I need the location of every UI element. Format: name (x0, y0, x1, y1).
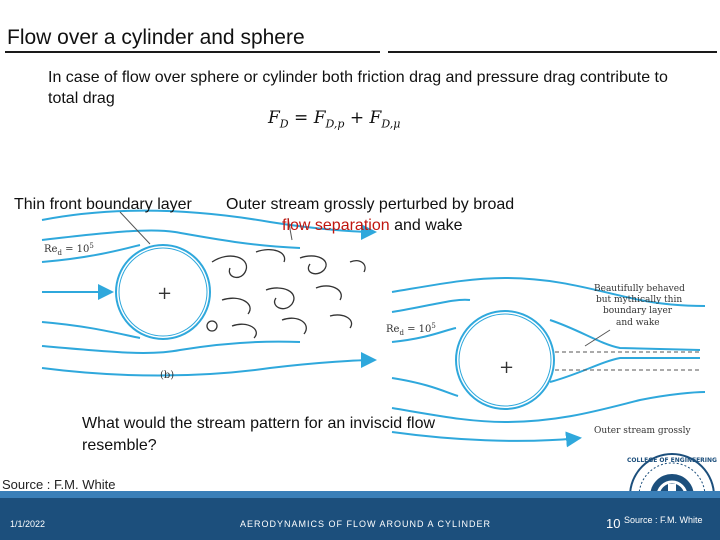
right-streamlines (391, 276, 706, 448)
eq-term2: F (369, 108, 382, 128)
right-re-label: Red = 105 (386, 322, 436, 337)
right-sphere (455, 310, 555, 410)
left-re-label: Red = 105 (44, 242, 94, 257)
page-number: 10 (606, 516, 621, 531)
question-text: What would the stream pattern for an inv… (82, 415, 436, 454)
footer-title: AERODYNAMICS OF FLOW AROUND A CYLINDER (240, 519, 492, 529)
caption-left: Thin front boundary layer (14, 196, 192, 213)
footer-source: Source : F.M. White (624, 515, 703, 525)
left-streamlines (41, 209, 377, 377)
footer-stripe (0, 491, 720, 498)
left-wake (206, 248, 366, 339)
eq-lhs: F (268, 108, 280, 128)
eq-term1: F (313, 108, 326, 128)
logo-text: COLLEGE OF ENGINEERING (627, 457, 717, 464)
source-text: Source : F.M. White (2, 477, 116, 492)
svg-text:boundary layer: boundary layer (603, 306, 673, 316)
eq-term2-sub: D,μ (381, 117, 401, 131)
eq-lhs-sub: D (279, 117, 289, 131)
right-wake-line (555, 351, 700, 371)
caption-right-line2: flow separation and wake (282, 217, 463, 235)
footer-date: 1/1/2022 (10, 519, 46, 529)
eq-plus: + (344, 108, 370, 128)
drag-equation: FD = FD,p + FD,μ (268, 108, 400, 130)
slide-title: Flow over a cylinder and sphere (7, 26, 305, 49)
panel-label: (b) (160, 370, 174, 381)
intro-text: In case of flow over sphere or cylinder … (48, 69, 668, 107)
sphere-annotation: Beautifully behaved but mythically thin … (594, 284, 685, 328)
title-underline (5, 51, 717, 53)
right-pointer-line (287, 217, 293, 241)
annotation-pointer (584, 329, 611, 347)
left-center-mark: + (157, 283, 172, 304)
svg-text:and wake: and wake (616, 318, 660, 328)
svg-text:Beautifully behaved: Beautifully behaved (594, 284, 685, 294)
outer-stream-label: Outer stream grossly (594, 426, 692, 436)
flow-separation-term: flow separation (282, 217, 390, 234)
eq-term1-sub: D,p (325, 117, 345, 131)
eq-equals: = (288, 108, 314, 128)
caption-right: Outer stream grossly perturbed by broad (226, 196, 515, 213)
left-pointer-line (119, 211, 151, 245)
footer-bar (0, 498, 720, 540)
title-underline-gap (380, 50, 388, 54)
svg-text:but mythically thin: but mythically thin (596, 295, 682, 305)
right-center-mark: + (499, 357, 514, 378)
left-cylinder (115, 244, 211, 340)
caption-right-tail: and wake (389, 217, 463, 234)
